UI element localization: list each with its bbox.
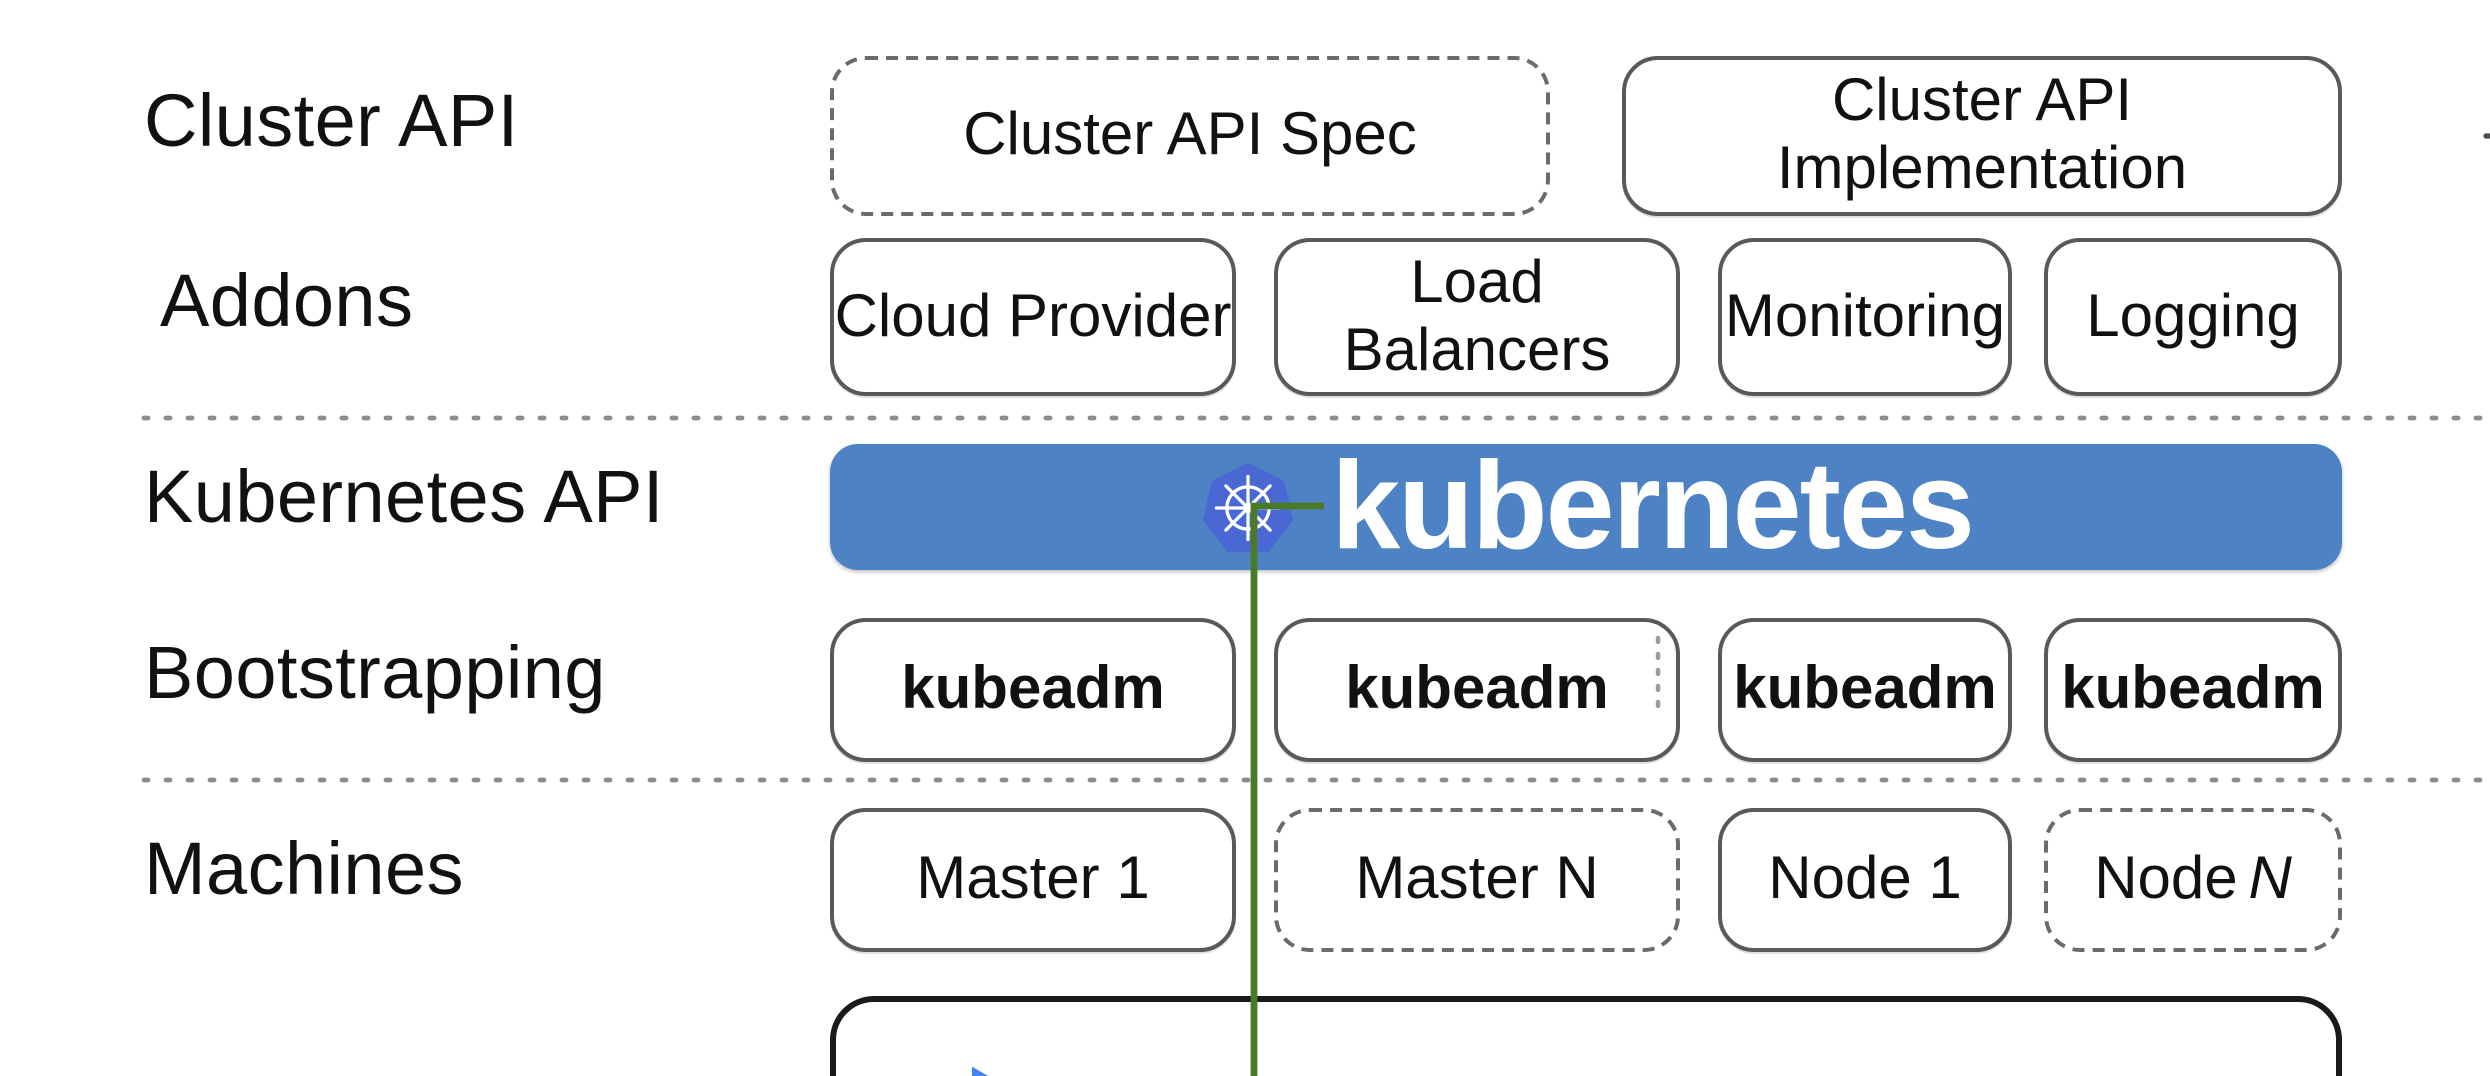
kubernetes-banner[interactable]: kubernetes — [830, 444, 2342, 570]
node-label: Node — [2094, 846, 2238, 912]
node-kubeadm-2[interactable]: kubeadm — [1274, 618, 1680, 762]
node-master-1[interactable]: Master 1 — [830, 808, 1236, 952]
node-cluster-api-implementation[interactable]: Cluster API Implementation — [1622, 56, 2342, 216]
green-connector-left — [1250, 502, 1324, 1076]
node-kubeadm-4[interactable]: kubeadm — [2044, 618, 2342, 762]
node-label: kubeadm — [901, 656, 1165, 722]
node-label: Cloud Provider — [834, 283, 1232, 349]
vmware-wordmark: vmware — [2067, 1068, 2347, 1076]
node-label: Load Balancers — [1343, 249, 1611, 383]
node-logging[interactable]: Logging — [2044, 238, 2342, 396]
logo-openstack[interactable]: openstack CLOUD SOFTWARE — [2343, 1068, 2490, 1076]
node-cloud-provider[interactable]: Cloud Provider — [830, 238, 1236, 396]
logo-google-cloud-platform[interactable] — [904, 1064, 1040, 1076]
node-label: Master 1 — [916, 846, 1150, 912]
kubernetes-wordmark: kubernetes — [1331, 437, 1975, 575]
node-label: Cluster API Spec — [963, 102, 1417, 168]
node-label: Node 1 — [1768, 846, 1962, 912]
row-label-machines: Machines — [144, 828, 464, 910]
node-label: kubeadm — [1733, 656, 1997, 722]
node-load-balancers[interactable]: Load Balancers — [1274, 238, 1680, 396]
logo-vmware-vsphere[interactable]: vmware vSphere — [1931, 1068, 2347, 1076]
openstack-wordmark: openstack — [2438, 1068, 2490, 1076]
kubernetes-helm-icon — [1199, 459, 1295, 555]
infrastructure-container[interactable]: Microsoft Azure amazon web services — [830, 996, 2490, 1076]
node-kubeadm-3[interactable]: kubeadm — [1718, 618, 2012, 762]
node-kubeadm-1[interactable]: kubeadm — [830, 618, 1236, 762]
node-label: Cluster API Implementation — [1776, 68, 2188, 202]
node-monitoring[interactable]: Monitoring — [1718, 238, 2012, 396]
node-label-italic: N — [2248, 846, 2292, 912]
node-node-1[interactable]: Node 1 — [1718, 808, 2012, 952]
node-label: kubeadm — [1345, 656, 1609, 722]
row-label-bootstrapping: Bootstrapping — [144, 632, 606, 714]
node-label: Master N — [1355, 846, 1599, 912]
row-label-kubernetes-api: Kubernetes API — [144, 456, 664, 538]
node-label: Logging — [2086, 283, 2300, 349]
row-label-cluster-api: Cluster API — [144, 80, 519, 162]
node-master-n[interactable]: Master N — [1274, 808, 1680, 952]
row-label-addons: Addons — [160, 260, 414, 342]
node-cluster-api-spec[interactable]: Cluster API Spec — [830, 56, 1550, 216]
node-label: kubeadm — [2061, 656, 2325, 722]
node-label: Monitoring — [1724, 283, 2006, 349]
